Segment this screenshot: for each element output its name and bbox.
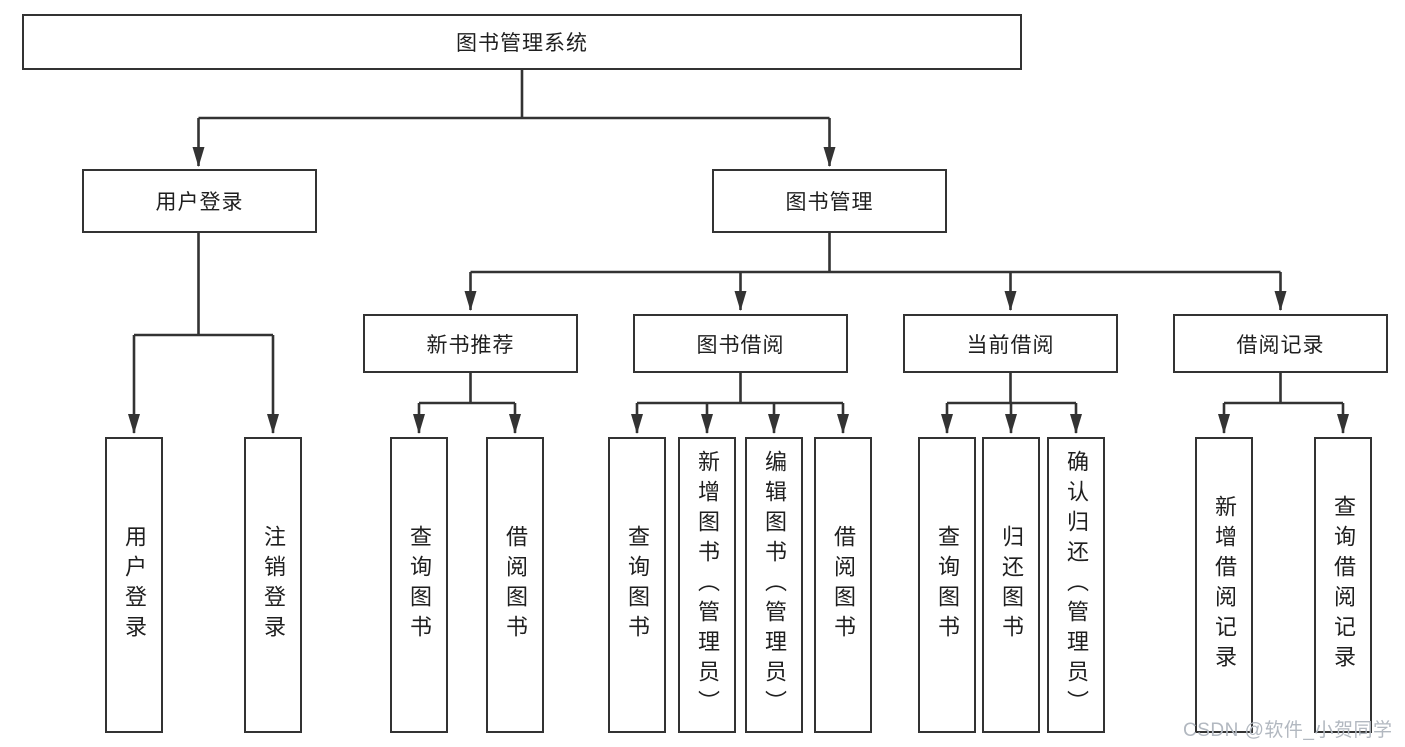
- leaf-add-borrow-record: 新增借阅记录: [1195, 437, 1253, 733]
- node-current-borrowing: 当前借阅: [903, 314, 1118, 373]
- leaf-borrow-books-recommend: 借阅图书: [486, 437, 544, 733]
- node-book-management-label: 图书管理: [785, 191, 874, 214]
- leaf-query-borrow-record-label: 查询借阅记录: [1331, 495, 1356, 675]
- node-current-borrowing-label: 当前借阅: [966, 333, 1055, 357]
- leaf-query-books-borrowing: 查询图书: [608, 437, 666, 733]
- leaf-borrow-books-label: 借阅图书: [831, 525, 856, 645]
- leaf-user-login-label: 用户登录: [122, 525, 147, 645]
- node-borrowing-records-label: 借阅记录: [1236, 333, 1325, 357]
- leaf-return-book: 归还图书: [982, 437, 1040, 733]
- leaf-return-book-label: 归还图书: [999, 525, 1024, 645]
- leaf-query-books-current: 查询图书: [918, 437, 976, 733]
- leaf-add-book-admin: 新增图书（管理员）: [678, 437, 736, 733]
- leaf-query-books-borrowing-label: 查询图书: [625, 525, 650, 645]
- leaf-query-books-recommend: 查询图书: [390, 437, 448, 733]
- leaf-query-books-current-label: 查询图书: [935, 525, 960, 645]
- node-book-management-branch: 图书管理: [712, 169, 947, 233]
- leaf-user-login: 用户登录: [105, 437, 163, 733]
- leaf-confirm-return-admin-label: 确认归还（管理员）: [1064, 450, 1089, 720]
- node-new-book-recommend: 新书推荐: [363, 314, 578, 373]
- node-user-login-branch: 用户登录: [82, 169, 317, 233]
- node-user-login-label: 用户登录: [155, 191, 244, 214]
- node-book-borrowing: 图书借阅: [633, 314, 848, 373]
- leaf-borrow-books-recommend-label: 借阅图书: [503, 525, 528, 645]
- leaf-query-borrow-record: 查询借阅记录: [1314, 437, 1372, 733]
- leaf-add-book-admin-label: 新增图书（管理员）: [695, 450, 720, 720]
- leaf-confirm-return-admin: 确认归还（管理员）: [1047, 437, 1105, 733]
- leaf-edit-book-admin: 编辑图书（管理员）: [745, 437, 803, 733]
- wire-trunks: [134, 70, 1343, 405]
- node-root-system: 图书管理系统: [22, 14, 1022, 70]
- leaf-add-borrow-record-label: 新增借阅记录: [1212, 495, 1237, 675]
- node-book-borrowing-label: 图书借阅: [696, 333, 785, 357]
- node-borrowing-records: 借阅记录: [1173, 314, 1388, 373]
- leaf-query-books-recommend-label: 查询图书: [407, 525, 432, 645]
- leaf-edit-book-admin-label: 编辑图书（管理员）: [762, 450, 787, 720]
- leaf-borrow-books: 借阅图书: [814, 437, 872, 733]
- node-root-label: 图书管理系统: [456, 32, 588, 55]
- leaf-logout-label: 注销登录: [261, 525, 286, 645]
- node-new-book-recommend-label: 新书推荐: [426, 333, 515, 357]
- csdn-watermark: CSDN @软件_小贺同学: [1183, 720, 1393, 741]
- leaf-logout: 注销登录: [244, 437, 302, 733]
